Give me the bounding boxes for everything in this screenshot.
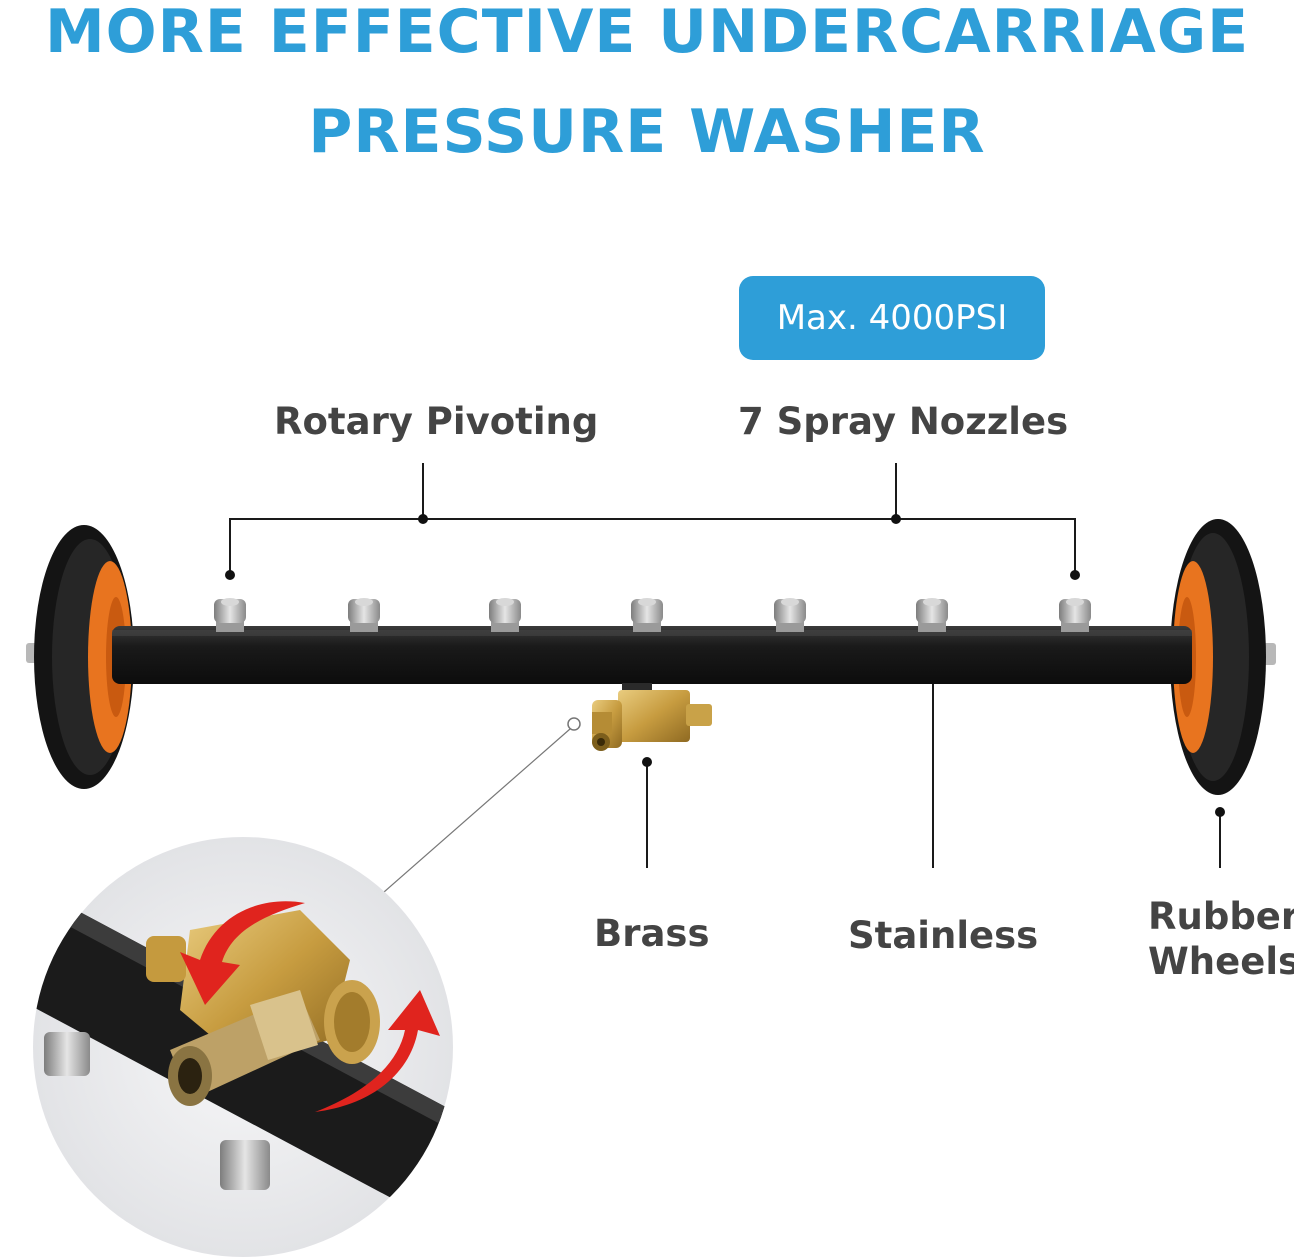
zoom-pointer-dot bbox=[567, 717, 581, 731]
label-stainless: Stainless bbox=[848, 914, 1039, 957]
rotate-arrow-top-icon bbox=[180, 901, 305, 1005]
spray-nozzle bbox=[631, 598, 663, 632]
spray-nozzle bbox=[1059, 598, 1091, 632]
headline-line-2: PRESSURE WASHER bbox=[308, 97, 986, 167]
label-rubber-wheels-line-1: Rubber bbox=[1148, 895, 1294, 938]
spray-nozzle bbox=[916, 598, 948, 632]
zoom-pointer-line bbox=[383, 728, 571, 893]
label-rubber-wheels-line-2: Wheels bbox=[1148, 940, 1294, 984]
spray-nozzles bbox=[214, 598, 1091, 632]
rotate-arrow-bottom-icon bbox=[315, 990, 440, 1112]
label-rotary-pivoting: Rotary Pivoting bbox=[274, 400, 599, 443]
brass-swivel bbox=[592, 683, 712, 751]
label-brass: Brass bbox=[594, 912, 710, 955]
callout-dots bbox=[225, 514, 1225, 817]
zoom-detail-circle bbox=[33, 837, 453, 1257]
max-pressure-badge: Max. 4000PSI bbox=[739, 276, 1045, 360]
spray-nozzle bbox=[348, 598, 380, 632]
spray-nozzle bbox=[489, 598, 521, 632]
headline-line-1: MORE EFFECTIVE UNDERCARRIAGE bbox=[44, 0, 1250, 67]
spray-nozzle bbox=[214, 598, 246, 632]
label-spray-nozzles: 7 Spray Nozzles bbox=[738, 400, 1069, 443]
right-wheel bbox=[1170, 519, 1276, 795]
spray-nozzle bbox=[774, 598, 806, 632]
label-rubber-wheels: Rubber Wheels bbox=[1148, 894, 1294, 984]
spray-bar-tube bbox=[112, 626, 1192, 684]
